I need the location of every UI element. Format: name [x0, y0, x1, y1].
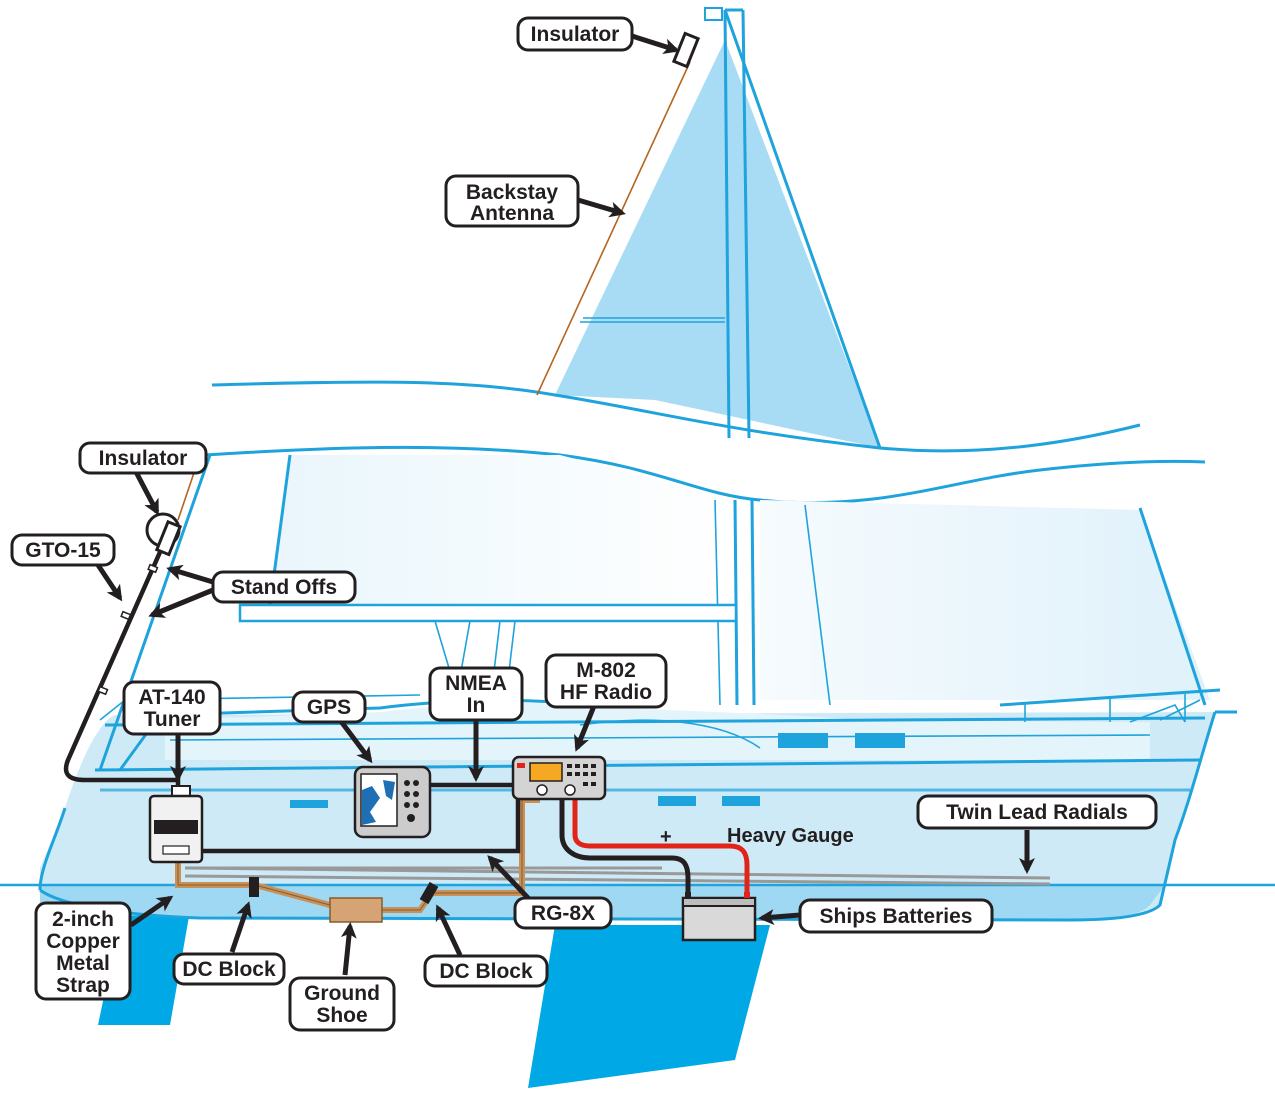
- label-twin-lead-text: Twin Lead Radials: [946, 801, 1128, 824]
- label-copper-text-3: Metal: [56, 952, 110, 975]
- label-backstay-text-2: Antenna: [470, 202, 554, 225]
- label-dc-block-left-text: DC Block: [182, 958, 276, 981]
- label-dc-block-right: DC Block: [423, 954, 549, 988]
- insulator-top: [671, 31, 701, 69]
- ground-shoe: [329, 897, 383, 923]
- dc-block-left: [249, 877, 259, 897]
- label-gto15: GTO-15: [10, 533, 116, 567]
- label-plus: +: [660, 826, 672, 848]
- portlight: [778, 733, 828, 748]
- label-dc-block-right-text: DC Block: [439, 960, 533, 983]
- label-nmea: NMEA In: [428, 666, 524, 722]
- label-m802-text-1: M-802: [576, 659, 636, 682]
- label-rg8x-text: RG-8X: [531, 902, 595, 925]
- label-nmea-text-2: In: [467, 694, 486, 717]
- label-insulator-top-text: Insulator: [531, 23, 620, 46]
- label-gps-text: GPS: [307, 696, 351, 719]
- label-m802: M-802 HF Radio: [544, 653, 668, 709]
- label-insulator-lower-text: Insulator: [99, 447, 188, 470]
- twin-lead-radial: [184, 866, 1051, 880]
- wiring: [63, 31, 1051, 942]
- sailboat: [0, 7, 1275, 1088]
- portlight: [855, 733, 905, 748]
- label-at140-text-1: AT-140: [138, 686, 205, 709]
- dc-block-right: [419, 881, 439, 905]
- label-m802-text-2: HF Radio: [560, 681, 652, 704]
- label-ground-shoe-text-1: Ground: [304, 982, 380, 1005]
- label-copper-text-4: Strap: [56, 974, 110, 997]
- label-at140-text-2: Tuner: [144, 708, 201, 731]
- label-minus: –: [660, 848, 671, 870]
- portlight: [290, 800, 328, 808]
- label-dc-block-left: DC Block: [172, 952, 286, 986]
- backstay-antenna-wire: [536, 61, 691, 396]
- insulator-lower: [154, 519, 183, 557]
- label-backstay-antenna: Backstay Antenna: [444, 174, 580, 228]
- label-stand-offs: Stand Offs: [211, 570, 357, 604]
- label-nmea-text-1: NMEA: [445, 672, 507, 695]
- label-heavy-gauge: Heavy Gauge: [727, 825, 854, 847]
- mainsail: [270, 455, 735, 605]
- m802-radio: [511, 755, 607, 801]
- portlight: [658, 796, 696, 806]
- portlight: [722, 796, 760, 806]
- stand-off: [147, 563, 159, 574]
- label-gto15-text: GTO-15: [25, 539, 101, 562]
- at140-tuner: [148, 785, 204, 864]
- label-backstay-text-1: Backstay: [466, 181, 559, 204]
- gps-unit: [353, 765, 432, 839]
- headsail-upper: [555, 40, 880, 448]
- label-stand-offs-text: Stand Offs: [231, 576, 337, 599]
- label-ground-shoe: Ground Shoe: [288, 976, 396, 1032]
- genoa: [760, 500, 1210, 700]
- label-ships-batteries-text: Ships Batteries: [820, 905, 973, 928]
- rg8x-cable: [200, 795, 521, 854]
- ships-battery: [681, 892, 757, 942]
- label-ground-shoe-text-2: Shoe: [316, 1004, 367, 1027]
- label-ships-batteries: Ships Batteries: [798, 898, 994, 934]
- keel: [528, 925, 770, 1088]
- stand-off: [120, 610, 132, 621]
- masthead: [704, 7, 723, 21]
- label-rg8x: RG-8X: [513, 896, 613, 930]
- gto15-wire: [63, 524, 181, 798]
- label-copper-strap: 2-inch Copper Metal Strap: [34, 901, 132, 1001]
- label-twin-lead: Twin Lead Radials: [916, 794, 1158, 830]
- label-insulator-lower: Insulator: [78, 441, 208, 475]
- callout-arrows: [93, 33, 1035, 976]
- label-insulator-top: Insulator: [516, 16, 634, 52]
- negative-cable: [559, 795, 691, 900]
- label-copper-text-1: 2-inch: [52, 908, 114, 931]
- positive-cable: [572, 795, 750, 900]
- twin-lead-radial: [184, 874, 1051, 886]
- label-at140: AT-140 Tuner: [122, 680, 222, 736]
- boom: [238, 603, 738, 623]
- stand-off: [97, 685, 109, 696]
- label-gps: GPS: [291, 690, 367, 724]
- label-copper-text-2: Copper: [46, 930, 120, 953]
